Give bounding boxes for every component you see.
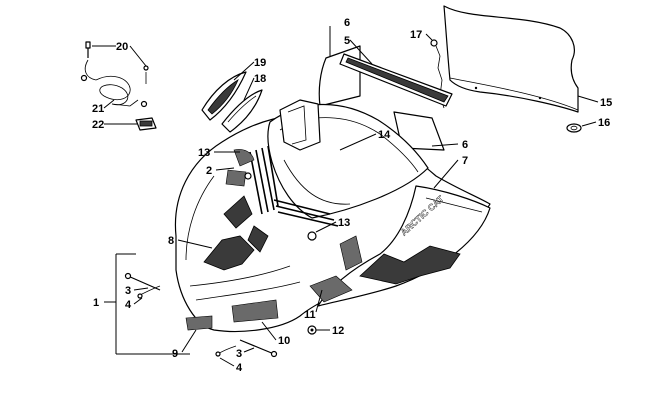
callout-3-left: 3 bbox=[125, 285, 131, 297]
callout-17: 17 bbox=[410, 29, 422, 41]
callout-18: 18 bbox=[254, 73, 266, 85]
callout-16: 16 bbox=[598, 117, 610, 129]
callout-9: 9 bbox=[172, 348, 178, 360]
callout-5: 5 bbox=[344, 35, 350, 47]
retainer-screw bbox=[85, 41, 91, 58]
headlight-trim-inner bbox=[221, 89, 263, 133]
callout-numbers: 1 2 3 4 3 4 5 6 6 7 8 9 10 11 12 13 13 1… bbox=[92, 17, 612, 374]
callout-11: 11 bbox=[304, 309, 316, 321]
retainer-spring bbox=[80, 59, 149, 108]
hood bbox=[174, 99, 491, 333]
callout-6-right: 6 bbox=[462, 139, 468, 151]
callout-13-lower: 13 bbox=[338, 217, 350, 229]
upper-deflector bbox=[318, 45, 361, 107]
hood-nut bbox=[307, 325, 317, 335]
callout-8: 8 bbox=[168, 235, 174, 247]
callout-3-bottom: 3 bbox=[236, 348, 242, 360]
windshield bbox=[443, 5, 579, 113]
retainer-bracket bbox=[135, 117, 157, 131]
deflector-trim bbox=[339, 53, 453, 107]
hood-clip-left bbox=[137, 285, 161, 299]
callout-21: 21 bbox=[92, 103, 104, 115]
hood-pin-bottom bbox=[239, 339, 278, 358]
callout-4-left: 4 bbox=[125, 299, 132, 311]
callout-10: 10 bbox=[278, 335, 290, 347]
callout-4-bottom: 4 bbox=[236, 362, 243, 374]
callout-2: 2 bbox=[206, 165, 212, 177]
callout-15: 15 bbox=[600, 97, 612, 109]
callout-13-upper: 13 bbox=[198, 147, 210, 159]
callout-19: 19 bbox=[254, 57, 266, 69]
headlight-trim-outer bbox=[201, 71, 247, 121]
callout-14: 14 bbox=[378, 129, 391, 141]
windshield-grommet bbox=[566, 123, 582, 133]
callout-1: 1 bbox=[93, 297, 99, 309]
callout-7: 7 bbox=[462, 155, 468, 167]
leader-lines bbox=[92, 26, 599, 367]
callout-22: 22 bbox=[92, 119, 104, 131]
callout-20: 20 bbox=[116, 41, 128, 53]
hood-clip-bottom bbox=[215, 345, 237, 357]
callout-12: 12 bbox=[332, 325, 344, 337]
callout-6-top: 6 bbox=[344, 17, 350, 29]
